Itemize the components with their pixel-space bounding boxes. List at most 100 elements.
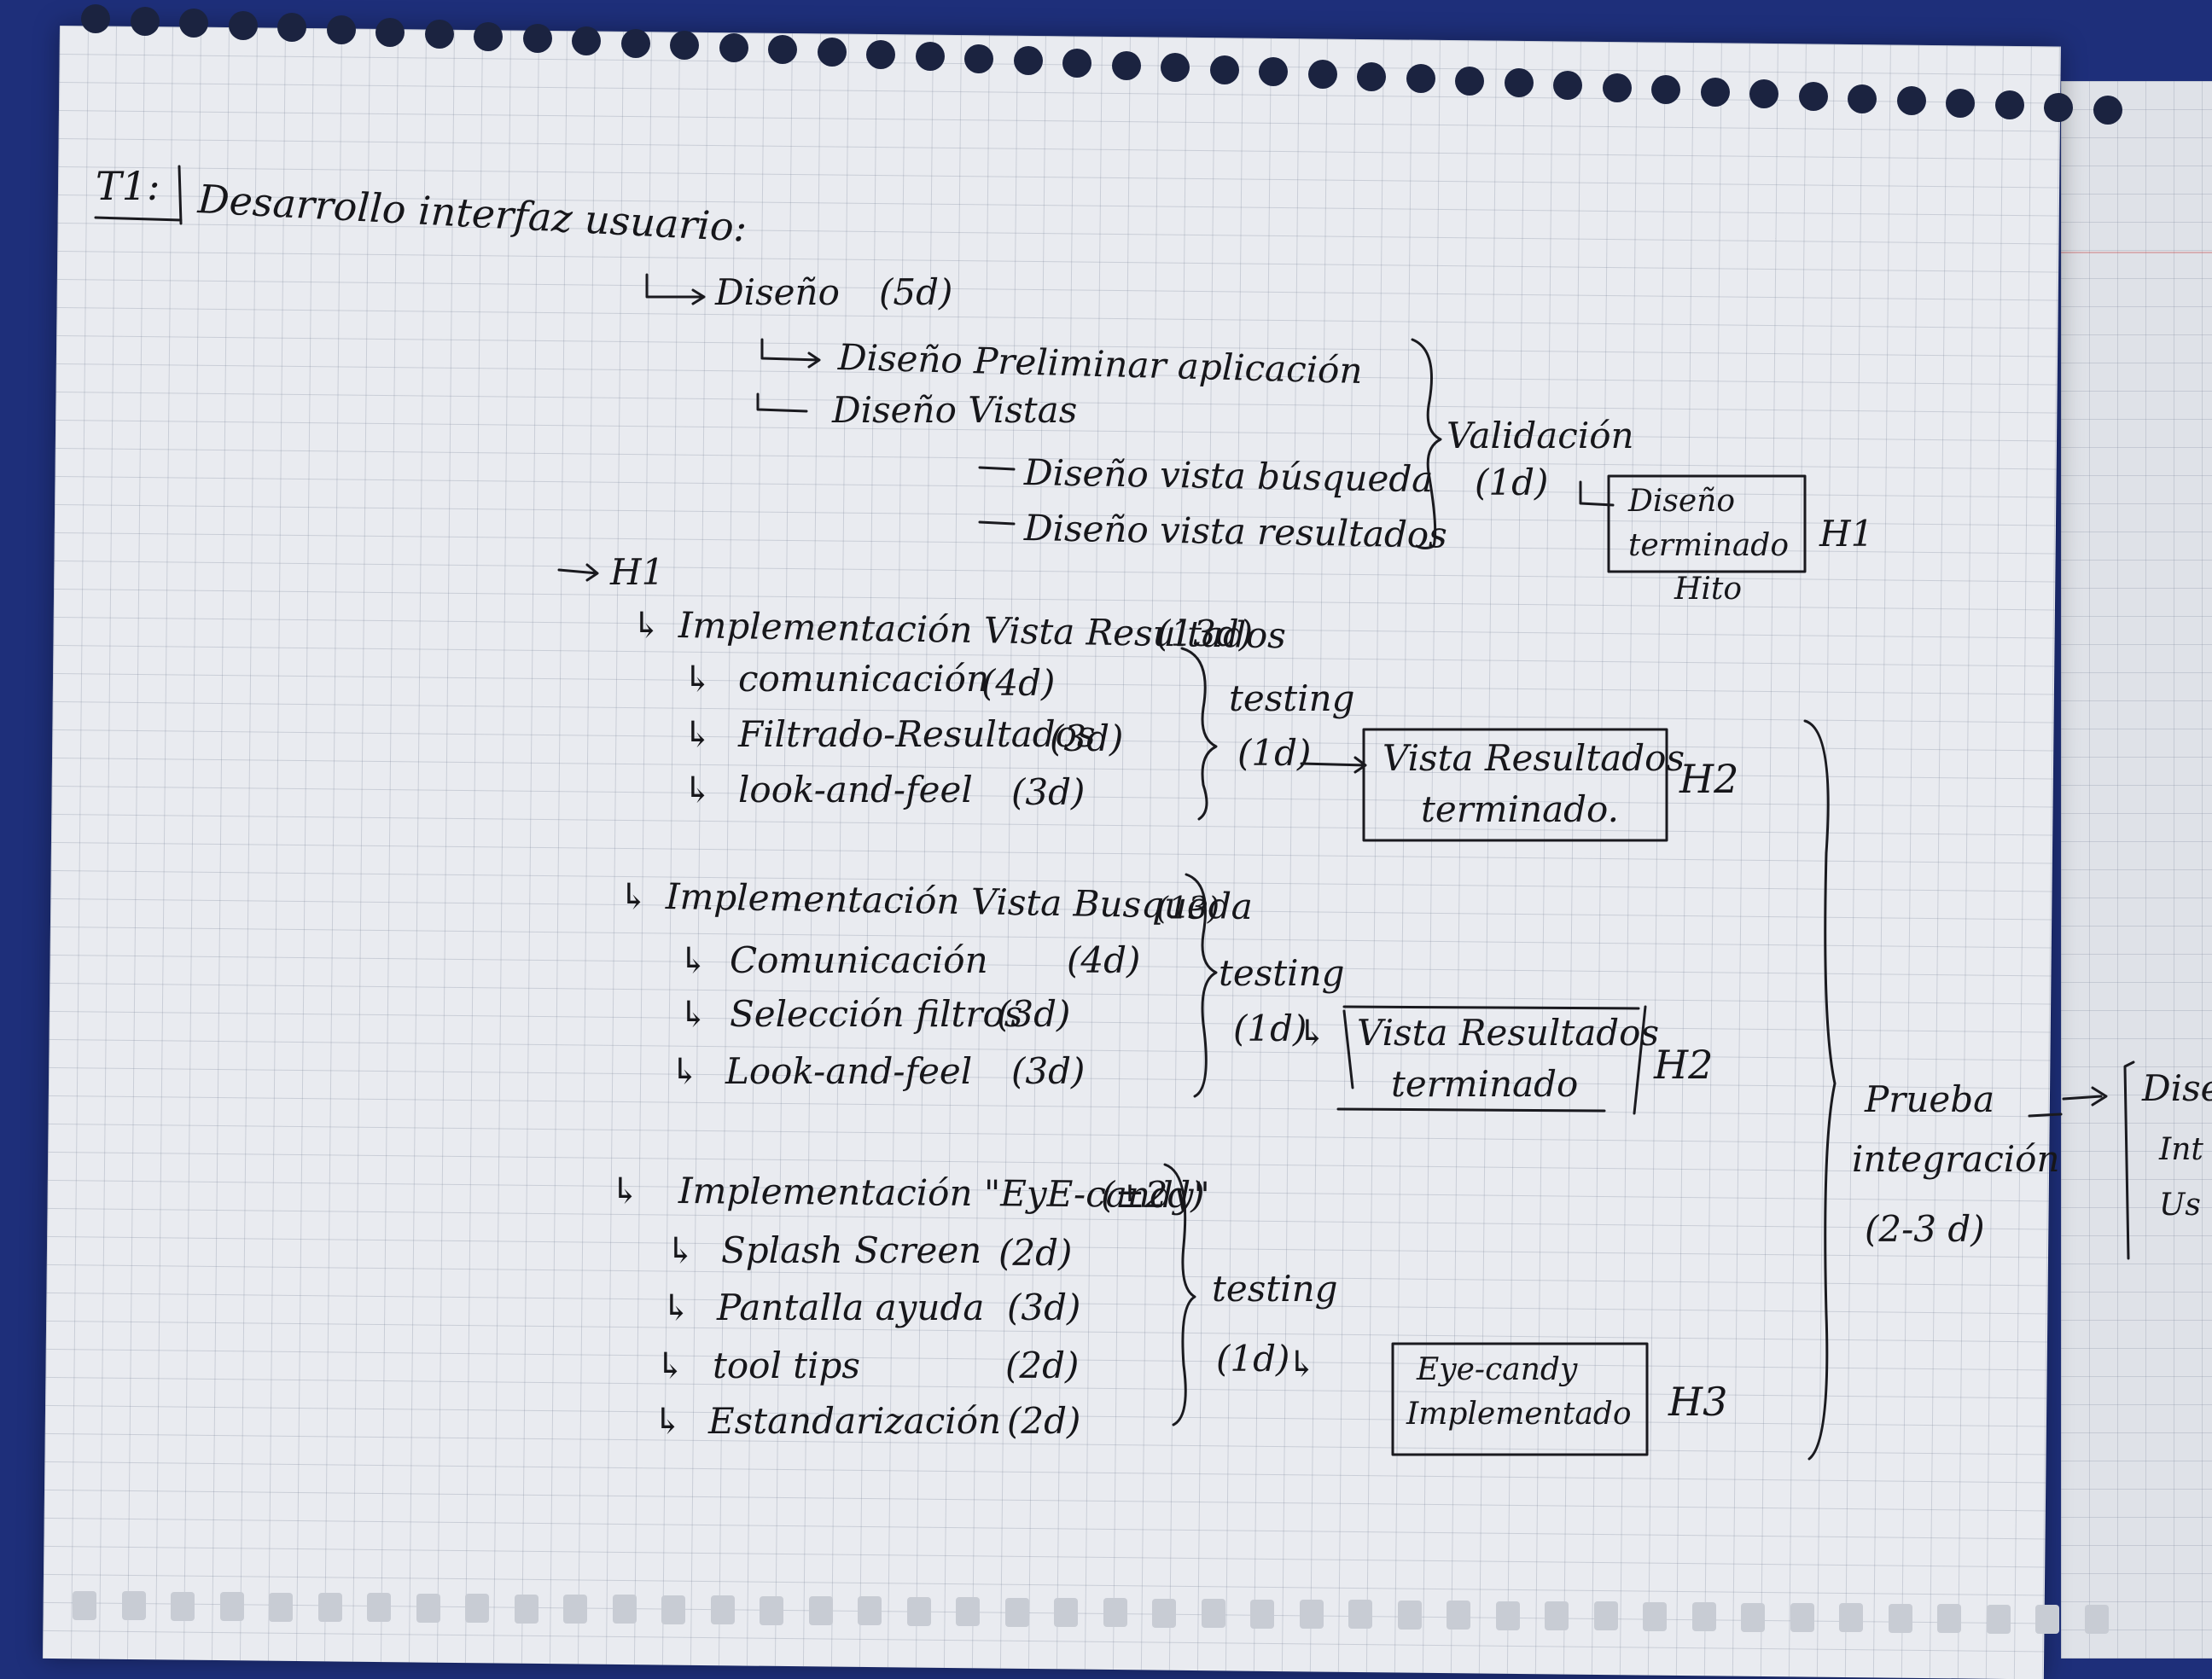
search-testing-est: (1d) <box>1233 1008 1307 1049</box>
milestone-box-h3-line1: Eye-candy <box>1417 1352 1578 1387</box>
spiral-slot <box>1937 1604 1961 1634</box>
spiral-hole <box>670 31 699 61</box>
eyecandy-task-3-est: (2d) <box>1007 1400 1081 1442</box>
spiral-hole <box>866 39 895 69</box>
search-task-2-prefix: ↳ <box>670 1050 701 1092</box>
search-task-2-est: (3d) <box>1011 1050 1086 1092</box>
spiral-hole <box>1798 82 1828 111</box>
spiral-slot <box>1103 1598 1127 1628</box>
spiral-hole <box>1848 84 1877 113</box>
eyecandy-task-1-prefix: ↳ <box>661 1287 692 1328</box>
eyecandy-brace <box>1163 1163 1196 1426</box>
eyecandy-task-2: tool tips <box>713 1345 860 1386</box>
spiral-slot <box>219 1592 244 1622</box>
spiral-hole <box>1259 57 1288 87</box>
validation-brace <box>1411 338 1442 549</box>
results-task-2-prefix: ↳ <box>683 769 713 810</box>
arrow-integration <box>2028 1086 2108 1118</box>
spiral-slot <box>514 1594 538 1624</box>
results-task-1-est: (3d) <box>1050 717 1124 759</box>
spiral-hole <box>572 26 601 55</box>
spiral-slot <box>1495 1601 1520 1630</box>
spiral-hole <box>1896 86 1926 116</box>
results-testing-est: (1d) <box>1237 732 1312 774</box>
milestone-tag-h3: H3 <box>1668 1379 1728 1425</box>
spiral-slot <box>661 1595 685 1624</box>
spiral-slot <box>269 1592 293 1622</box>
spiral-slot <box>2035 1605 2059 1634</box>
spiral-slot <box>1790 1603 1814 1632</box>
spiral-hole <box>1553 71 1582 100</box>
spiral-hole <box>1307 60 1337 89</box>
spiral-slot <box>171 1591 195 1621</box>
eyecandy-prefix: ↳ <box>610 1170 641 1211</box>
spiral-hole <box>375 17 405 47</box>
spiral-slot <box>1741 1602 1765 1632</box>
arrow-busq <box>978 466 1016 471</box>
spiral-slot <box>1545 1601 1569 1630</box>
spiral-slot <box>808 1596 833 1625</box>
eyecandy-task-2-est: (2d) <box>1005 1345 1080 1386</box>
spiral-hole <box>130 6 160 36</box>
spiral-hole <box>1062 49 1091 78</box>
spiral-slot <box>1447 1601 1470 1630</box>
spiral-slot <box>367 1593 391 1623</box>
milestone-box-h2a <box>1362 728 1668 842</box>
h1-marker: H1 <box>610 551 665 593</box>
next-page-fragment-2: Us <box>2159 1188 2201 1223</box>
milestone-tag-h1: H1 <box>1819 513 1874 555</box>
results-task-0-prefix: ↳ <box>683 658 713 700</box>
spiral-hole <box>1602 73 1632 102</box>
next-page-brace <box>2123 1060 2135 1260</box>
results-testing-label: testing <box>1229 677 1355 719</box>
results-task-2: look-and-feel <box>738 769 973 810</box>
spiral-hole <box>2093 95 2122 125</box>
spiral-hole <box>1946 88 1975 118</box>
spiral-hole <box>326 15 356 44</box>
eyecandy-task-1: Pantalla ayuda <box>717 1287 985 1328</box>
spiral-slot <box>1691 1602 1716 1632</box>
spiral-slot <box>317 1593 342 1622</box>
spiral-hole <box>228 10 258 40</box>
spiral-hole <box>424 20 454 49</box>
spiral-hole <box>474 21 503 51</box>
search-task-1-est: (3d) <box>997 993 1071 1035</box>
milestone-note: Hito <box>1674 572 1743 607</box>
results-task-0: comunicación <box>738 658 990 700</box>
milestone-box-h3-line2: Implementado <box>1406 1397 1632 1432</box>
search-task-2: Look-and-feel <box>725 1050 973 1092</box>
milestone-box-h2a-line1: Vista Resultados <box>1382 737 1685 779</box>
spiral-slot <box>760 1595 783 1625</box>
spiral-slot <box>2084 1605 2109 1635</box>
validation-est: (1d) <box>1475 462 1549 503</box>
eyecandy-testing-label: testing <box>1212 1268 1338 1310</box>
arrow-diseno <box>645 273 706 305</box>
spiral-hole <box>964 44 993 73</box>
spiral-hole <box>620 28 650 58</box>
integration-brace <box>1803 719 1837 1461</box>
spiral-hole <box>1994 90 2024 120</box>
milestone-box-h2a-line2: terminado. <box>1421 788 1619 830</box>
milestone-box-h2b-line2: terminado <box>1391 1063 1579 1105</box>
eyecandy-task-0-est: (2d) <box>998 1232 1073 1274</box>
spiral-slot <box>1593 1601 1618 1631</box>
design-item-1: Diseño Vistas <box>832 389 1078 431</box>
eyecandy-heading-est: (±2d) <box>1101 1174 1205 1216</box>
integration-line-0: Prueba <box>1865 1078 1995 1120</box>
design-root-est: (5d) <box>879 271 953 313</box>
eyecandy-task-0-prefix: ↳ <box>666 1229 696 1271</box>
next-page-fragment-1: Int <box>2159 1132 2203 1167</box>
spiral-hole <box>277 13 306 43</box>
spiral-slot <box>121 1591 146 1621</box>
spiral-slot <box>1250 1599 1274 1629</box>
integration-line-2: (2-3 d) <box>1865 1208 1985 1250</box>
spiral-slot <box>1839 1603 1863 1633</box>
spiral-hole <box>768 35 797 65</box>
title-label: T1: <box>96 163 160 209</box>
eyecandy-task-3-prefix: ↳ <box>653 1400 684 1442</box>
spiral-slot <box>1348 1600 1372 1630</box>
milestone-box-h3 <box>1391 1342 1649 1456</box>
spiral-hole <box>1455 66 1484 96</box>
